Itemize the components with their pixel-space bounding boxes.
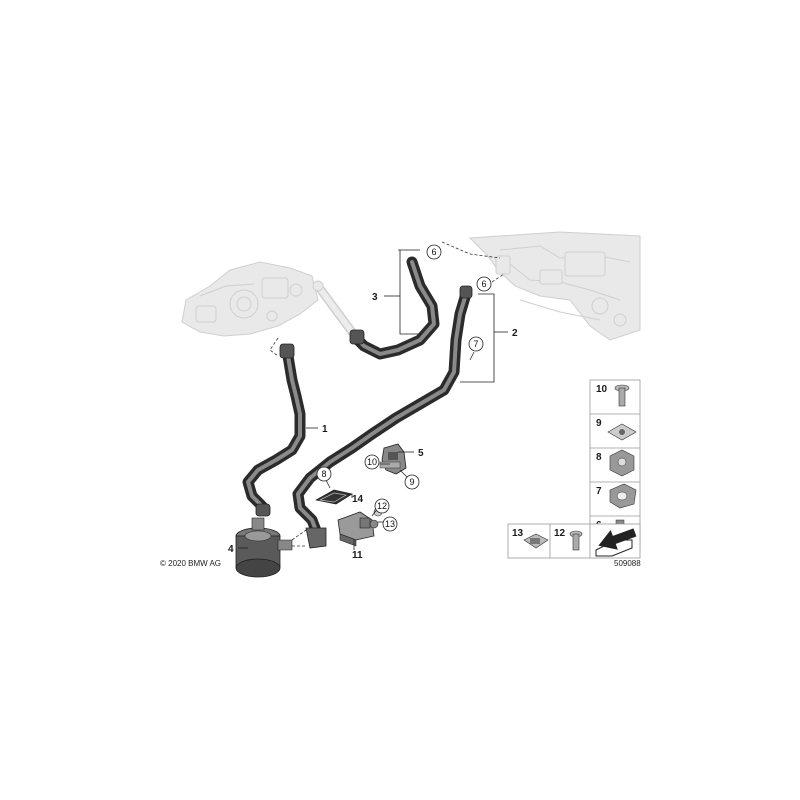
svg-text:6: 6 [481,279,486,289]
diagram-number: 509088 [614,559,641,568]
bracket-line-3 [399,250,422,335]
bolt-icon [614,384,630,407]
callout-2: 2 [512,328,518,339]
hose-clip-icon [609,483,637,509]
svg-text:7: 7 [473,339,478,349]
svg-text:13: 13 [385,519,395,529]
svg-text:10: 10 [367,457,377,467]
clamp-nut-icon [523,533,549,549]
copyright-text: © 2020 BMW AG [160,559,221,568]
connector-dash-6a [441,241,501,259]
circled-callout-13: 13 [382,516,398,532]
svg-text:9: 9 [409,477,414,487]
circled-callout-12: 12 [374,498,390,514]
holder-5[interactable] [379,443,407,475]
legend-panel: 10 9 8 7 6 [589,379,641,551]
connector-dash-6b [491,273,505,283]
circled-callout-7: 7 [468,336,484,352]
pipe-ghost [312,280,357,337]
hose-1[interactable] [242,343,306,517]
circled-callout-8: 8 [316,466,332,482]
svg-text:8: 8 [321,469,326,479]
circled-callout-6b: 6 [476,276,492,292]
svg-text:12: 12 [377,501,387,511]
callout-5: 5 [418,448,424,459]
manifold-ghost [181,261,319,337]
legend-number-8: 8 [596,452,602,463]
lead-7 [469,351,475,361]
screw-icon [569,530,583,551]
engine-block-ghost [468,231,641,341]
circled-callout-6a: 6 [426,244,442,260]
callout-4: 4 [228,544,234,555]
pad-14[interactable] [315,489,353,505]
circled-callout-9: 9 [404,474,420,490]
hose-3[interactable] [349,256,440,360]
hose-2[interactable] [292,285,473,549]
callout-14: 14 [352,494,364,505]
legend-number-7: 7 [596,486,602,497]
callout-3: 3 [372,292,378,303]
bracket-11[interactable] [337,507,383,547]
connector-dash-1 [269,337,279,357]
legend-bottom-row: 13 12 [507,523,641,559]
legend-number-9: 9 [596,418,602,429]
arrow-shim-icon [595,528,637,557]
lead-8 [325,479,331,489]
legend-number-13: 13 [512,528,524,539]
legend-number-12: 12 [554,528,566,539]
clip-icon [609,449,635,477]
nut-plate-icon [607,423,637,441]
bracket-line-2 [460,293,495,383]
circled-callout-10: 10 [364,454,380,470]
callout-1: 1 [322,424,328,435]
callout-11: 11 [352,550,363,561]
connector-dash-4 [291,529,307,541]
svg-text:6: 6 [431,247,436,257]
legend-number-10: 10 [596,384,608,395]
lead-14 [344,493,353,498]
water-pump[interactable] [235,517,293,578]
